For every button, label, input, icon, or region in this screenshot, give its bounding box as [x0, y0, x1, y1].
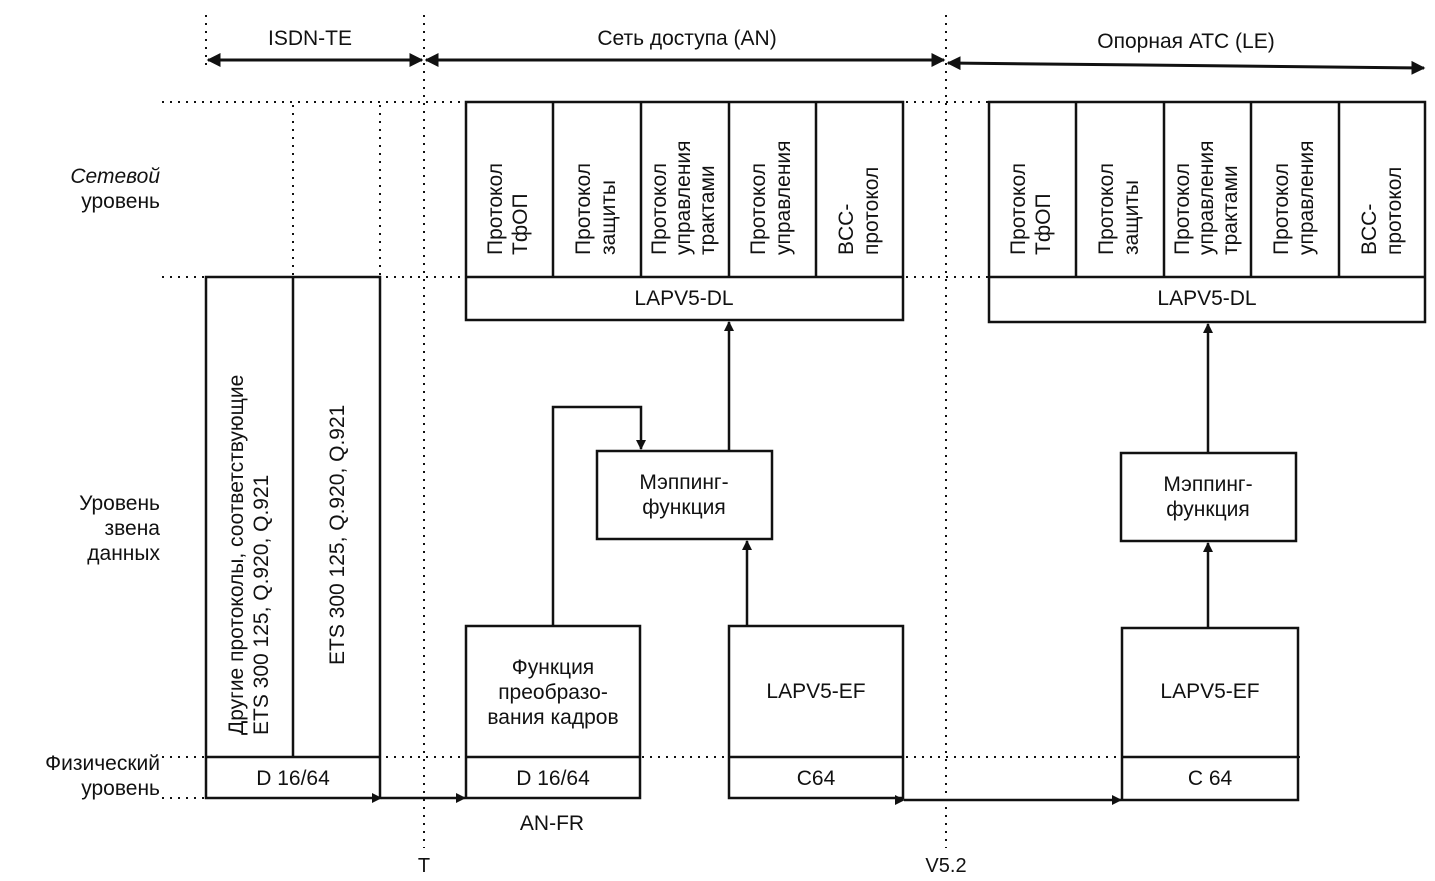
section-access-network: Сеть доступа (AN)	[597, 27, 776, 50]
level-physical-line-1: Физический	[45, 752, 160, 775]
dotted-dividers	[162, 15, 1422, 848]
an-mapping-line-1: Мэппинг-	[639, 471, 728, 494]
le-protocol-block	[987, 100, 1427, 324]
an-frame-conversion-line-3: вания кадров	[487, 706, 618, 729]
le-protocol-control-line-2: управления	[1295, 140, 1318, 255]
level-physical-line-2: уровень	[81, 777, 160, 800]
isdn-phys-label: D 16/64	[256, 767, 330, 790]
an-lapv5-ef-phys-label: C64	[797, 767, 836, 790]
an-protocol-pstn-line-2: ТфОП	[509, 193, 532, 255]
an-mapping-box	[595, 449, 774, 541]
interface-an-fr: AN-FR	[520, 812, 584, 835]
le-protocol-pstn-line-2: ТфОП	[1032, 193, 1055, 255]
an-protocol-labels: Протокол ТфОП Протокол защиты Протокол у…	[484, 140, 883, 255]
le-mapping-box	[1119, 451, 1298, 543]
interface-t: T	[418, 855, 430, 877]
an-lapv5-ef-block	[727, 624, 905, 800]
isdn-other-protocols-line-1: Другие протоколы, соответствующие	[225, 375, 248, 735]
le-lapv5-ef-label: LAPV5-EF	[1160, 680, 1259, 703]
an-protocol-link-ctrl-line-3: трактами	[696, 165, 719, 255]
le-protocol-frame	[987, 100, 1427, 324]
an-protocol-control-line-1: Протокол	[747, 163, 770, 255]
le-mapping-line-2: функция	[1166, 498, 1249, 521]
an-frame-conversion-line-2: преобразо-	[498, 681, 608, 704]
le-protocol-pstn-line-1: Протокол	[1007, 163, 1030, 255]
level-label-data-link: Уровень звена данных	[79, 492, 160, 565]
le-span-arrow	[946, 56, 1426, 75]
an-protocol-bcc-line-2: протокол	[860, 167, 883, 255]
le-lapv5-ef-frame	[1120, 626, 1300, 802]
an-lapv5-dl-label: LAPV5-DL	[634, 287, 733, 310]
an-protocol-block	[464, 100, 905, 322]
level-data-link-line-3: данных	[87, 542, 160, 565]
le-mapping-line-1: Мэппинг-	[1163, 473, 1252, 496]
le-protocol-link-ctrl-line-1: Протокол	[1171, 163, 1194, 255]
le-protocol-protection-line-1: Протокол	[1095, 163, 1118, 255]
an-frame-conversion-line-1: Функция	[512, 656, 594, 679]
an-frame-conversion-phys-label: D 16/64	[516, 767, 590, 790]
an-protocol-bcc-line-1: BCC-	[835, 204, 858, 255]
isdn-other-protocols-line-2: ETS 300 125, Q.920, Q.921	[250, 475, 273, 735]
an-protocol-link-ctrl-line-1: Протокол	[648, 163, 671, 255]
level-data-link-line-2: звена	[104, 517, 160, 540]
section-isdn-te: ISDN-TE	[268, 27, 352, 50]
level-label-network: Сетевой уровень	[70, 165, 160, 213]
isdn-ets-label: ETS 300 125, Q.920, Q.921	[326, 405, 349, 665]
section-local-exchange: Опорная АТС (LE)	[1097, 30, 1274, 53]
le-protocol-bcc-line-2: протокол	[1383, 167, 1406, 255]
an-protocol-frame	[464, 100, 905, 322]
le-protocol-labels: Протокол ТфОП Протокол защиты Протокол у…	[1007, 140, 1406, 255]
le-protocol-control-line-1: Протокол	[1270, 163, 1293, 255]
an-arrow-conversion-to-mapping	[551, 405, 646, 626]
le-protocol-link-ctrl-line-2: управления	[1195, 140, 1218, 255]
interface-v52: V5.2	[925, 855, 966, 877]
isdn-te-stack	[204, 275, 382, 800]
an-lapv5-ef-frame	[727, 624, 905, 800]
an-protocol-pstn-line-1: Протокол	[484, 163, 507, 255]
an-lapv5-ef-label: LAPV5-EF	[766, 680, 865, 703]
level-data-link-line-1: Уровень	[79, 492, 160, 515]
level-network-line-2: уровень	[81, 190, 160, 213]
an-protocol-control-line-2: управления	[772, 140, 795, 255]
le-protocol-bcc-line-1: BCC-	[1358, 204, 1381, 255]
an-protocol-protection-line-2: защиты	[597, 180, 620, 255]
an-protocol-link-ctrl-line-2: управления	[672, 140, 695, 255]
le-lapv5-dl-label: LAPV5-DL	[1157, 287, 1256, 310]
le-lapv5-ef-block	[1120, 626, 1300, 802]
le-protocol-link-ctrl-line-3: трактами	[1219, 165, 1242, 255]
le-protocol-protection-line-2: защиты	[1120, 180, 1143, 255]
level-network-line-1: Сетевой	[70, 165, 160, 188]
le-lapv5-ef-phys-label: C 64	[1188, 767, 1233, 790]
an-mapping-line-2: функция	[642, 496, 725, 519]
an-protocol-protection-line-1: Протокол	[572, 163, 595, 255]
level-label-physical: Физический уровень	[45, 752, 160, 800]
